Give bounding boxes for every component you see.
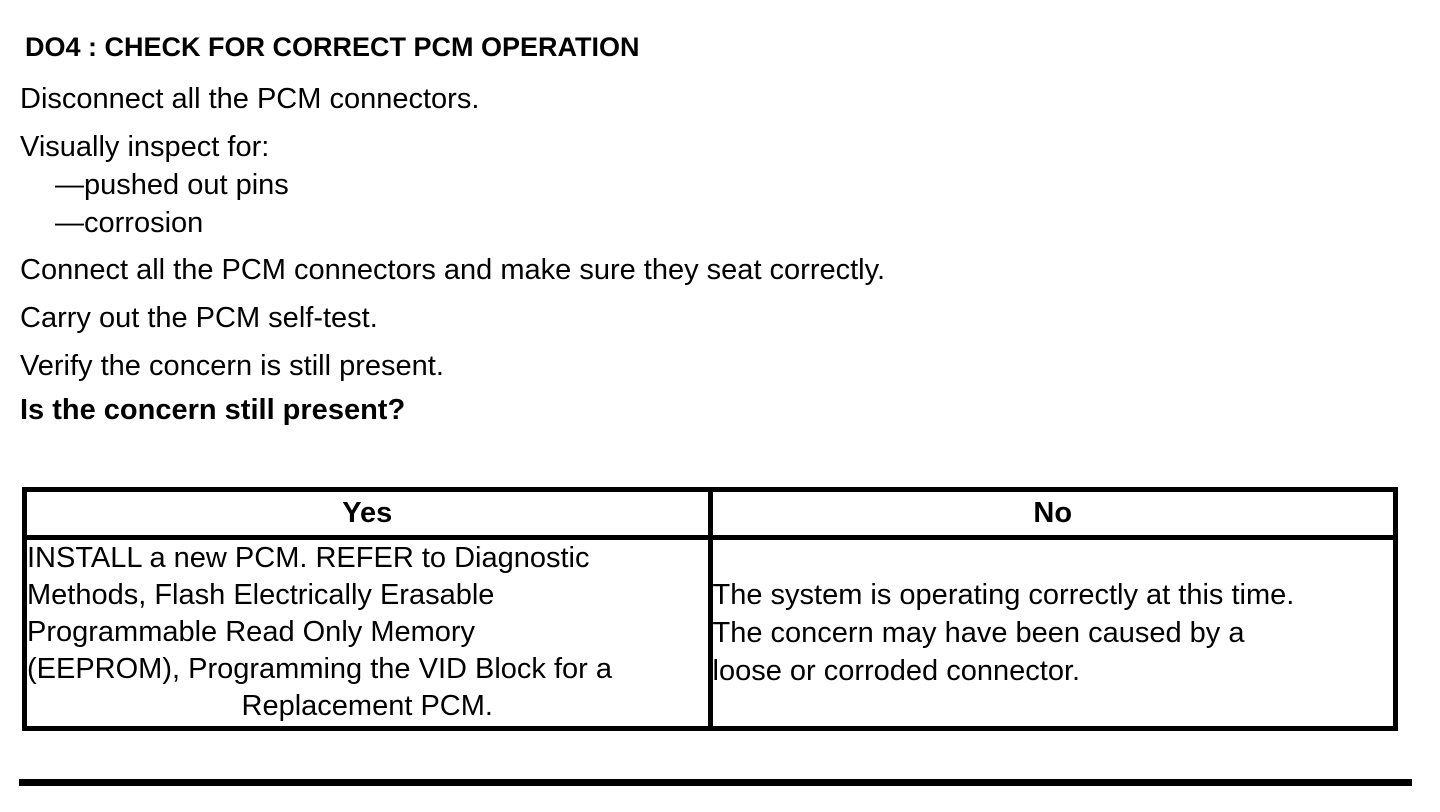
yes-action-cell: INSTALL a new PCM. REFER to Diagnostic M… xyxy=(22,535,713,731)
step-verify-concern: Verify the concern is still present. xyxy=(20,350,444,382)
decision-question: Is the concern still present? xyxy=(20,394,406,426)
yes-action-line: INSTALL a new PCM. REFER to Diagnostic xyxy=(27,542,590,574)
step-connect-connectors: Connect all the PCM connectors and make … xyxy=(20,254,886,286)
yes-no-decision-table: Yes No INSTALL a new PCM. REFER to Diagn… xyxy=(22,487,1398,731)
decision-table-body-row: INSTALL a new PCM. REFER to Diagnostic M… xyxy=(22,535,1398,731)
yes-action-line: Replacement PCM. xyxy=(241,690,493,722)
yes-action-line: (EEPROM), Programming the VID Block for … xyxy=(27,653,612,685)
yes-column-header: Yes xyxy=(22,487,713,540)
no-action-cell: The system is operating correctly at thi… xyxy=(707,535,1398,731)
step-self-test: Carry out the PCM self-test. xyxy=(20,302,378,334)
section-divider-rule xyxy=(19,779,1412,786)
no-action-line: The system is operating correctly at thi… xyxy=(712,579,1295,611)
no-action-line: loose or corroded connector. xyxy=(712,655,1081,687)
no-column-header: No xyxy=(707,487,1398,540)
step-disconnect-connectors: Disconnect all the PCM connectors. xyxy=(20,83,480,115)
yes-action-line: Programmable Read Only Memory xyxy=(27,616,476,648)
no-action-line: The concern may have been caused by a xyxy=(712,617,1245,649)
yes-action-line: Methods, Flash Electrically Erasable xyxy=(27,579,495,611)
decision-table-header-row: Yes No xyxy=(22,487,1398,540)
step-inspect-intro: Visually inspect for: xyxy=(20,131,270,163)
procedure-title: DO4 : CHECK FOR CORRECT PCM OPERATION xyxy=(25,32,640,62)
inspect-item-pushed-out-pins: —pushed out pins xyxy=(55,169,289,201)
inspect-item-corrosion: —corrosion xyxy=(55,207,204,239)
